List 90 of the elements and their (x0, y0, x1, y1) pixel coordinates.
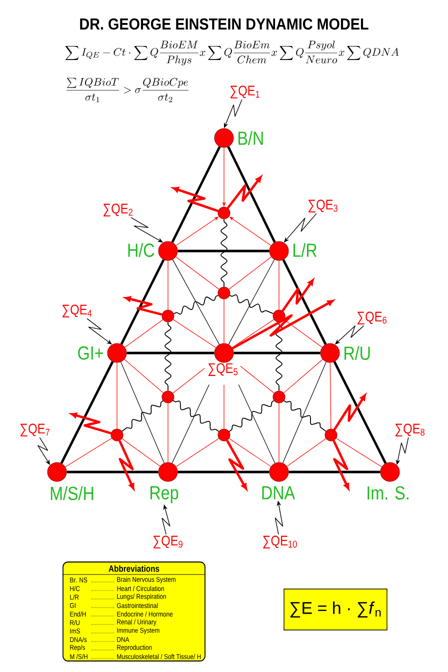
connector-line (232, 319, 274, 348)
node-label: H/C (128, 243, 154, 257)
lightning-arrow (232, 300, 334, 350)
lightning-arrow (172, 186, 218, 212)
node-label: Rep (150, 486, 178, 504)
connector-line (284, 319, 322, 348)
triangle-side (227, 146, 276, 243)
connector-line (286, 438, 326, 467)
wavy-line (122, 400, 164, 432)
connector-line (278, 402, 280, 463)
connector-line (116, 362, 118, 430)
connector-line (336, 438, 382, 468)
connector-line (124, 319, 164, 348)
node-label: L/R (294, 243, 317, 257)
node-label: GI+ (78, 346, 104, 360)
triangle-side (60, 361, 114, 464)
dot-node (272, 310, 286, 322)
node-label: Im. S. (368, 486, 408, 500)
node-label: R/U (344, 346, 370, 360)
sum-label: ∑QE$_{5}$ (208, 363, 238, 376)
dot-node (324, 428, 338, 442)
triangle-side (282, 259, 327, 345)
node-label: B/N (238, 131, 263, 145)
dot-node (110, 428, 124, 442)
wavy-line (164, 322, 172, 392)
panel-heading: Abbreviations (108, 565, 160, 572)
wavy-line (173, 294, 219, 315)
triangle-side (288, 470, 380, 474)
connector-line (278, 260, 280, 310)
sum-label: ∑QE$_{3}$ (308, 200, 338, 212)
connector-line (122, 438, 160, 467)
dot-node (218, 286, 230, 300)
connector-line (124, 359, 164, 394)
connector-line (176, 256, 220, 290)
connector-line (176, 438, 220, 467)
dot-node (162, 310, 174, 322)
lightning-arrow (282, 279, 314, 312)
wavy-line (284, 400, 326, 432)
sum-label: ∑QE$_{7}$ (20, 424, 50, 436)
connector-line (228, 256, 272, 290)
connector-line (282, 362, 326, 464)
lightning-arrow (124, 296, 162, 316)
sum-label: ∑QE$_{10}$ (263, 536, 297, 548)
connector-line (172, 384, 210, 464)
connector-line (120, 362, 164, 464)
lightning-arrow (332, 440, 350, 490)
connector-line (228, 438, 272, 467)
sum-label: ∑QE$_{2}$ (104, 204, 132, 216)
lightning-arrow (70, 412, 112, 434)
connector-line (283, 359, 323, 394)
sum-label: ∑QE$_{8}$ (396, 424, 425, 436)
sum-label: ∑QE$_{6}$ (358, 312, 387, 324)
formula: $\sum I_{QE} - Ct \cdot \sum Q\frac{BioEM}{Phys} x \sum Q\frac{BioEm}{Chem} x \sum Q\frac{Psyol}{Neuro} x \sum QDNA$ (65, 40, 399, 66)
triangle-side (178, 250, 270, 252)
wavy-line (172, 400, 220, 432)
triangle-side (234, 352, 320, 354)
connector-line (172, 368, 205, 394)
triangle-side (66, 470, 158, 474)
connector-line (238, 384, 276, 464)
node-label: M/S/H (50, 486, 94, 500)
wavy-line (229, 294, 274, 314)
formula-box: ∑E = h · ∑f$_{n}$ (284, 588, 388, 630)
wavy-line (220, 218, 228, 288)
wavy-line (228, 400, 274, 432)
formula: $\frac{\sum IQBioT}{\sigma t_{1}} > \sigma\frac{QBioCpe}{\sigma t_{2}}$ (66, 78, 188, 102)
node-label: DNA (262, 486, 296, 500)
dot-node (218, 428, 230, 442)
title: DR. GEORGE EINSTEIN DYNAMIC MODEL (80, 18, 368, 30)
connector-line (172, 259, 220, 345)
lightning-arrow (226, 176, 262, 209)
lightning-arrow (333, 394, 366, 430)
triangle-side (178, 470, 270, 474)
sum-label: ∑QE$_{4}$ (62, 304, 92, 318)
sum-label: ∑QE$_{1}$ (230, 86, 260, 98)
connector-line (172, 319, 216, 348)
wavy-line (276, 322, 282, 392)
triangle-side (333, 361, 387, 464)
triangle-side (171, 146, 221, 243)
dot-node (162, 390, 174, 404)
lightning-arrow (118, 440, 134, 490)
dot-node (218, 206, 230, 220)
connector-line (240, 366, 274, 394)
connector-line (228, 259, 275, 345)
sum-label: ∑QE$_{9}$ (154, 536, 182, 548)
lightning-arrow (226, 440, 248, 490)
connector-line (65, 438, 112, 468)
dot-node (272, 390, 286, 404)
triangle-side (120, 259, 165, 345)
triangle-side (126, 352, 214, 354)
connector-line (330, 362, 332, 430)
